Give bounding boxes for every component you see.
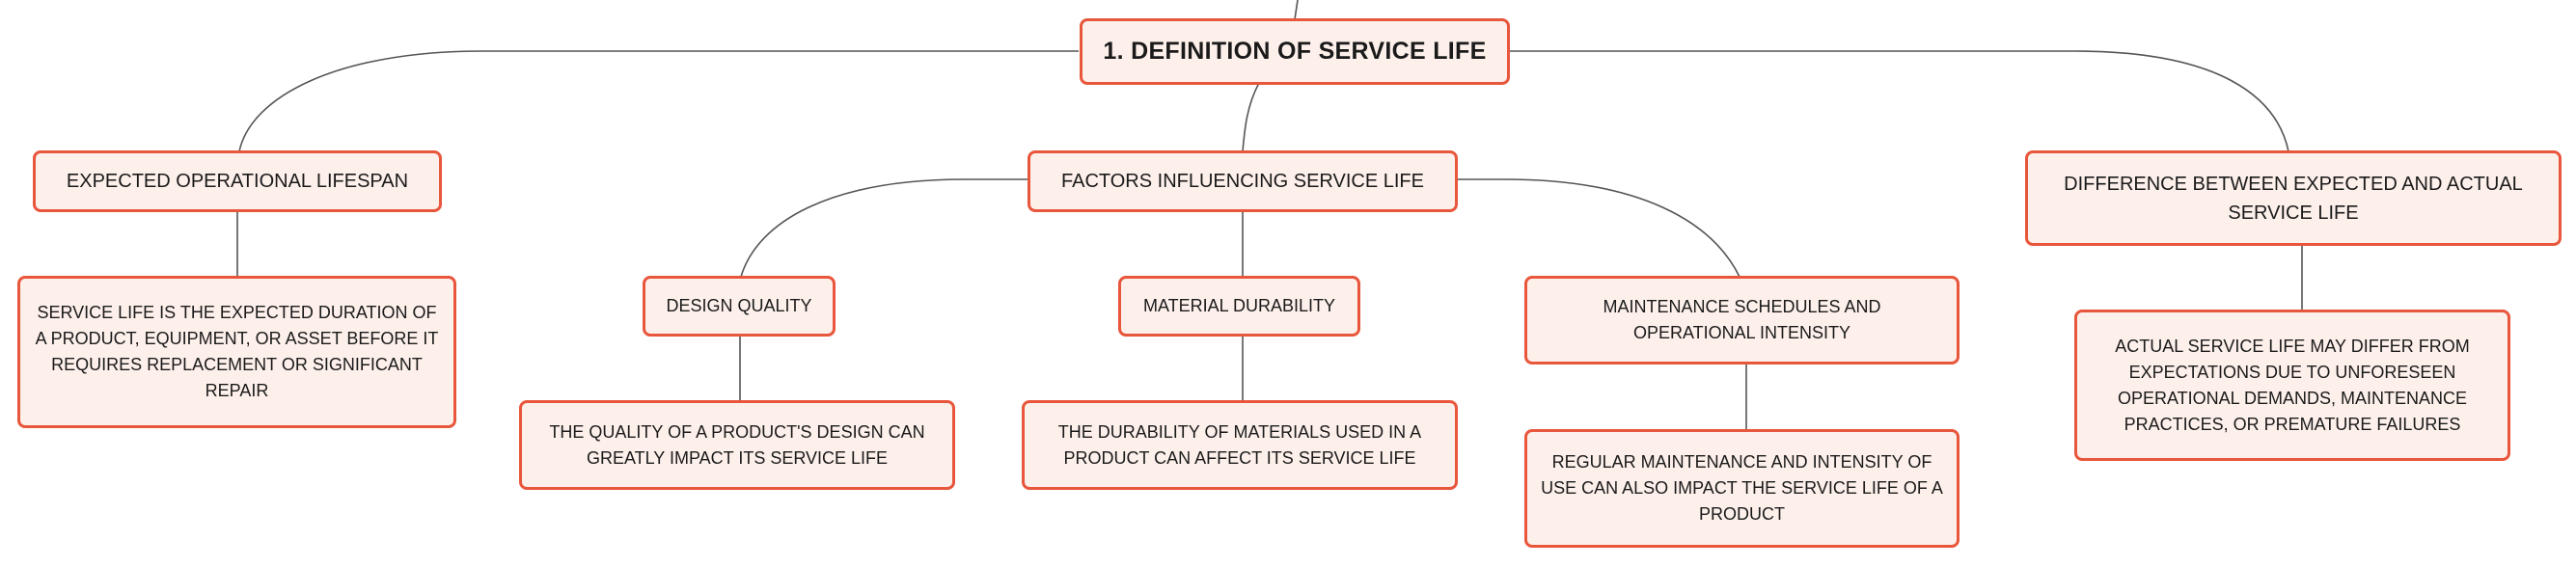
connector-factors-maintenance bbox=[1456, 178, 1740, 278]
topic-difference-label: DIFFERENCE BETWEEN EXPECTED AND ACTUAL S… bbox=[2064, 173, 2523, 224]
topic-factors-label: FACTORS INFLUENCING SERVICE LIFE bbox=[1060, 171, 1424, 192]
root-node[interactable]: 1. DEFINITION OF SERVICE LIFE bbox=[1080, 18, 1510, 85]
connector-factors-design bbox=[740, 178, 1028, 278]
subtopic-design-quality-label: DESIGN QUALITY bbox=[666, 296, 812, 315]
connector-root-factors bbox=[1242, 82, 1260, 152]
topic-expected-lifespan[interactable]: EXPECTED OPERATIONAL LIFESPAN bbox=[33, 150, 442, 212]
subtopic-maintenance[interactable]: MAINTENANCE SCHEDULES AND OPERATIONAL IN… bbox=[1524, 276, 1959, 364]
material-durability-description-text: THE DURABILITY OF MATERIALS USED IN A PR… bbox=[1057, 421, 1422, 468]
subtopic-material-durability[interactable]: MATERIAL DURABILITY bbox=[1118, 276, 1360, 337]
root-label: 1. DEFINITION OF SERVICE LIFE bbox=[1103, 38, 1487, 65]
topic-difference[interactable]: DIFFERENCE BETWEEN EXPECTED AND ACTUAL S… bbox=[2025, 150, 2562, 246]
topic-expected-lifespan-label: EXPECTED OPERATIONAL LIFESPAN bbox=[66, 171, 409, 192]
subtopic-maintenance-label: MAINTENANCE SCHEDULES AND OPERATIONAL IN… bbox=[1603, 297, 1881, 342]
subtopic-material-durability-label: MATERIAL DURABILITY bbox=[1142, 296, 1336, 315]
expected-lifespan-description-text: SERVICE LIFE IS THE EXPECTED DURATION OF… bbox=[35, 303, 439, 400]
connector-root-parent bbox=[1294, 0, 1299, 20]
design-quality-description[interactable]: THE QUALITY OF A PRODUCT'S DESIGN CAN GR… bbox=[519, 400, 955, 490]
maintenance-description-text: REGULAR MAINTENANCE AND INTENSITY OF USE… bbox=[1541, 452, 1943, 524]
connector-root-expected bbox=[238, 50, 1079, 152]
expected-lifespan-description[interactable]: SERVICE LIFE IS THE EXPECTED DURATION OF… bbox=[17, 276, 456, 428]
connector-root-difference bbox=[1503, 50, 2289, 152]
subtopic-design-quality[interactable]: DESIGN QUALITY bbox=[643, 276, 836, 337]
difference-description[interactable]: ACTUAL SERVICE LIFE MAY DIFFER FROM EXPE… bbox=[2074, 310, 2510, 461]
design-quality-description-text: THE QUALITY OF A PRODUCT'S DESIGN CAN GR… bbox=[549, 421, 925, 468]
topic-factors[interactable]: FACTORS INFLUENCING SERVICE LIFE bbox=[1028, 150, 1458, 212]
maintenance-description[interactable]: REGULAR MAINTENANCE AND INTENSITY OF USE… bbox=[1524, 429, 1959, 548]
material-durability-description[interactable]: THE DURABILITY OF MATERIALS USED IN A PR… bbox=[1022, 400, 1458, 490]
difference-description-text: ACTUAL SERVICE LIFE MAY DIFFER FROM EXPE… bbox=[2115, 336, 2470, 434]
